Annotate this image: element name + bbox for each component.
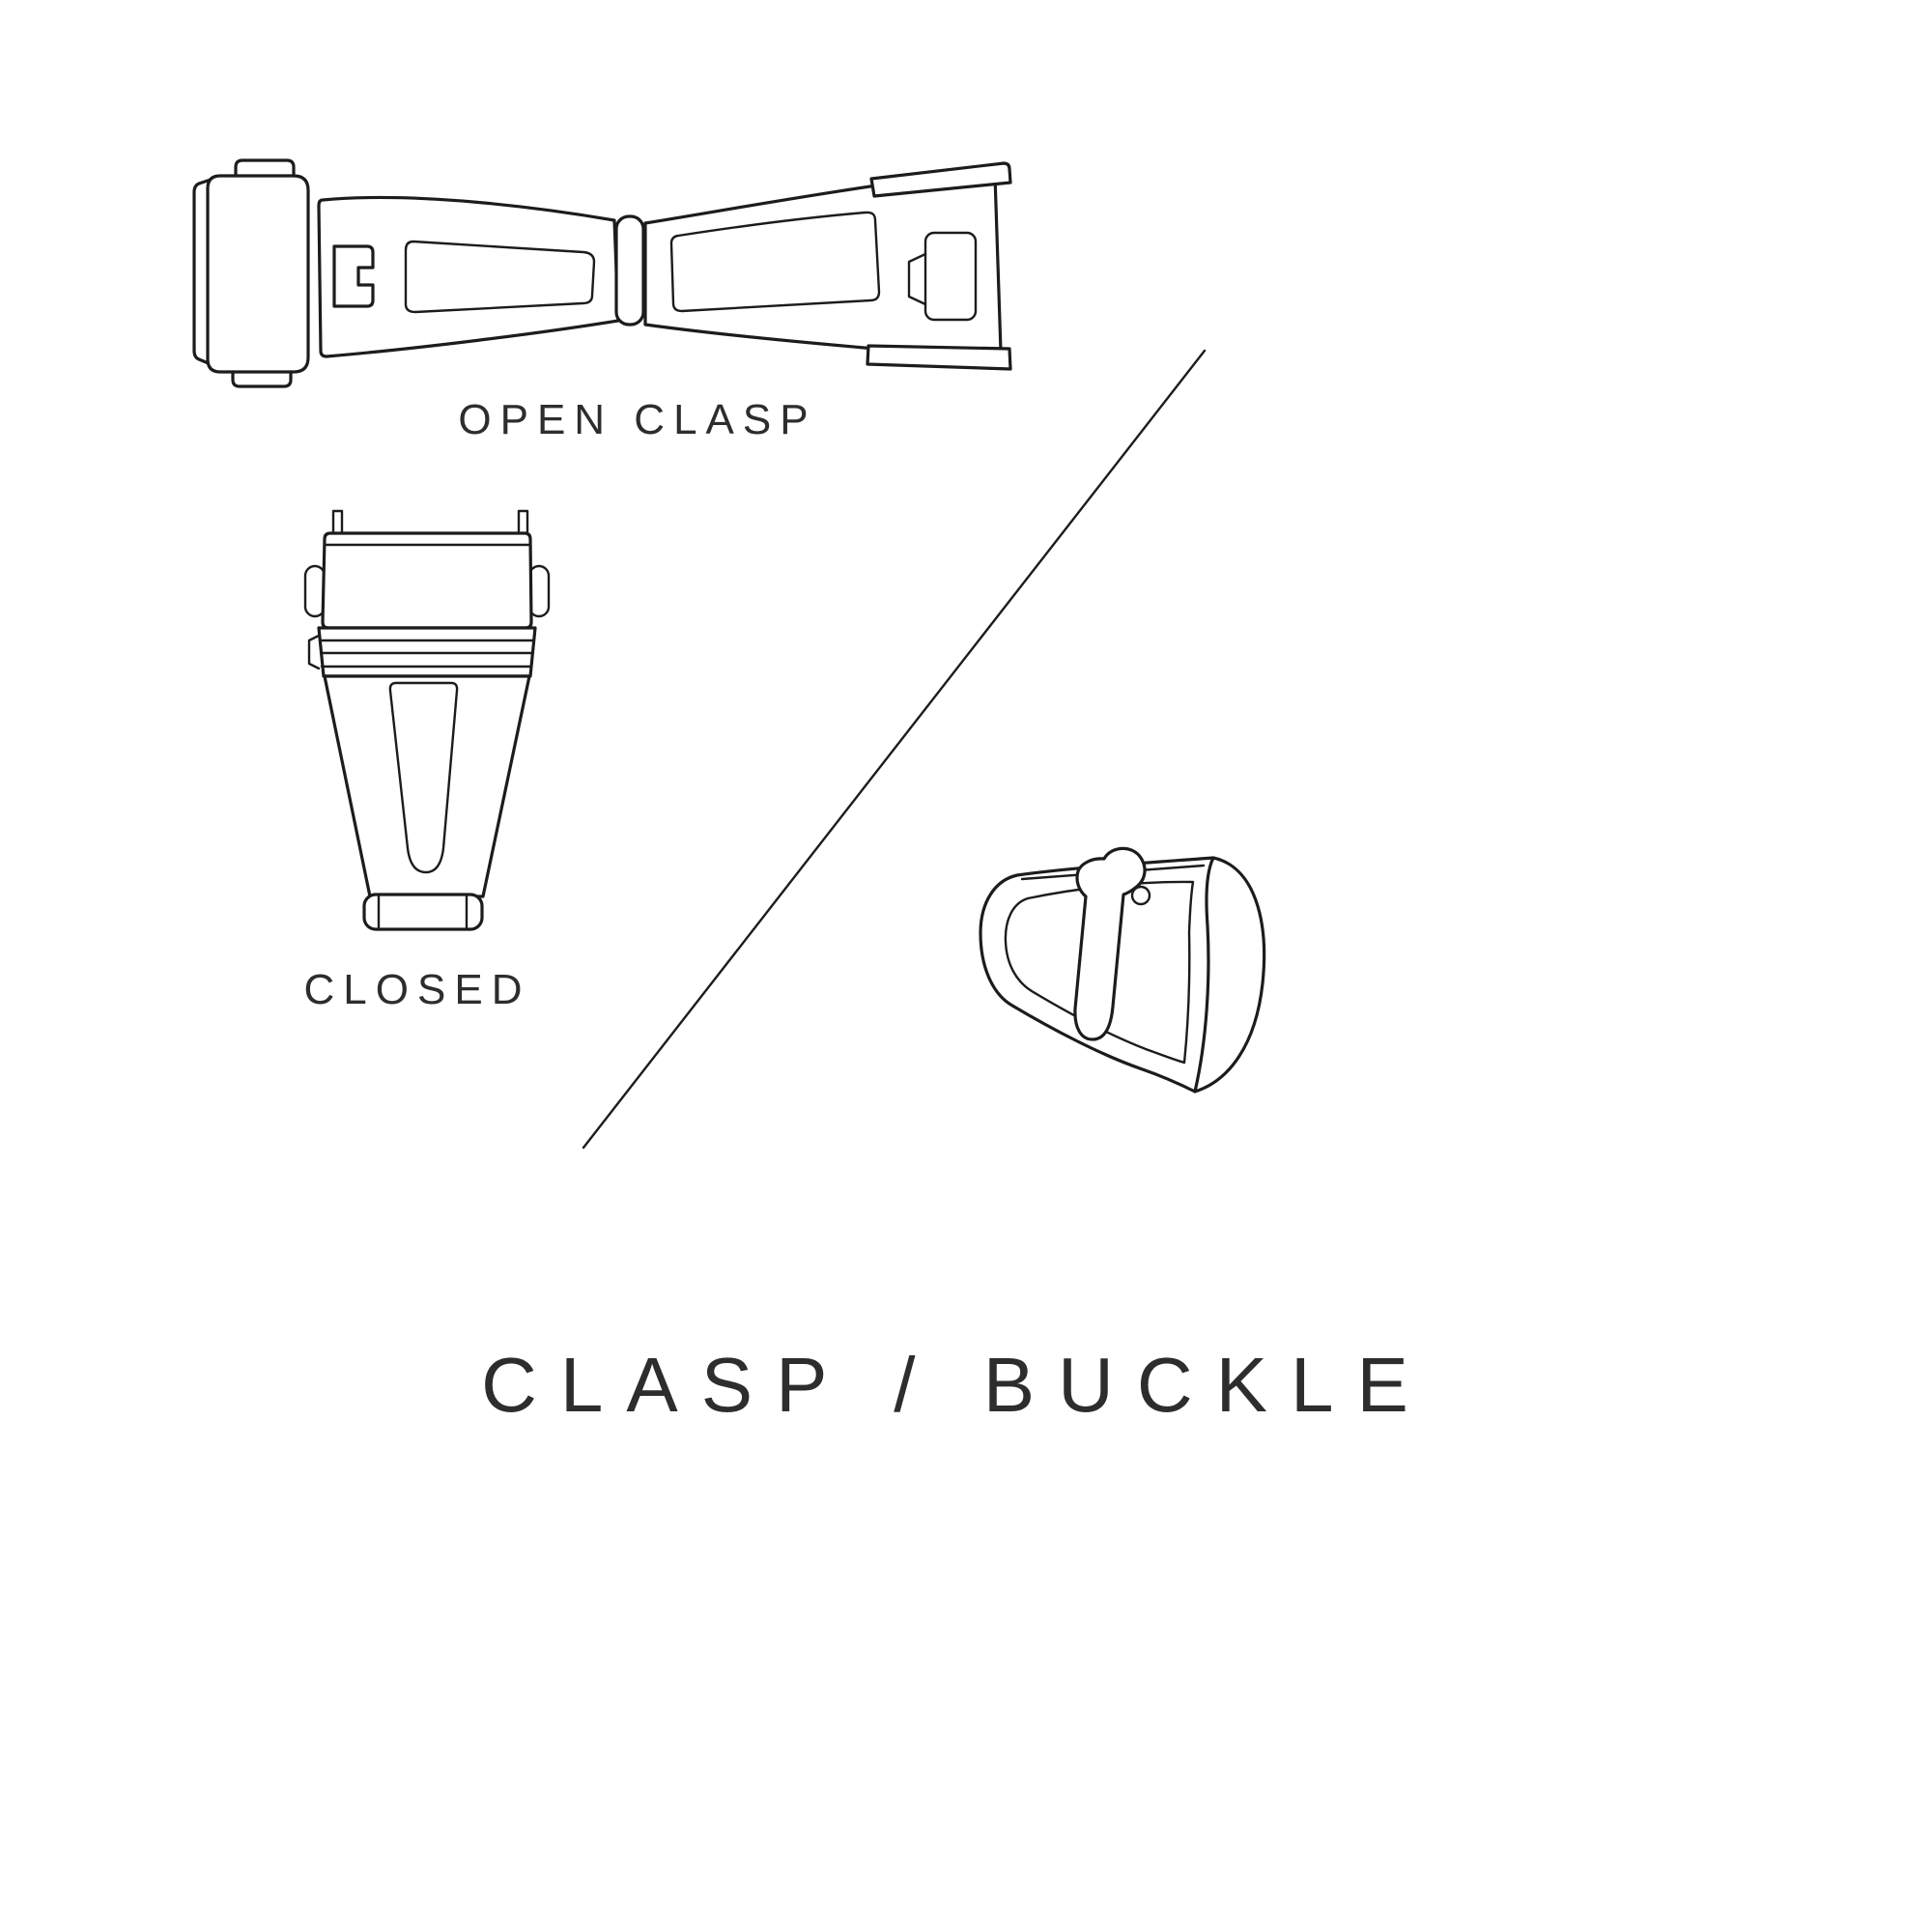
diagram-title: CLASP / BUCKLE [481, 1342, 1432, 1428]
closed-clasp-illustration [303, 509, 551, 931]
closed-label: CLOSED [303, 966, 531, 1013]
open-clasp-label: OPEN CLASP [458, 396, 817, 443]
divider-line [582, 349, 1207, 1150]
open-clasp-illustration [192, 158, 1012, 388]
buckle-illustration [979, 846, 1266, 1094]
